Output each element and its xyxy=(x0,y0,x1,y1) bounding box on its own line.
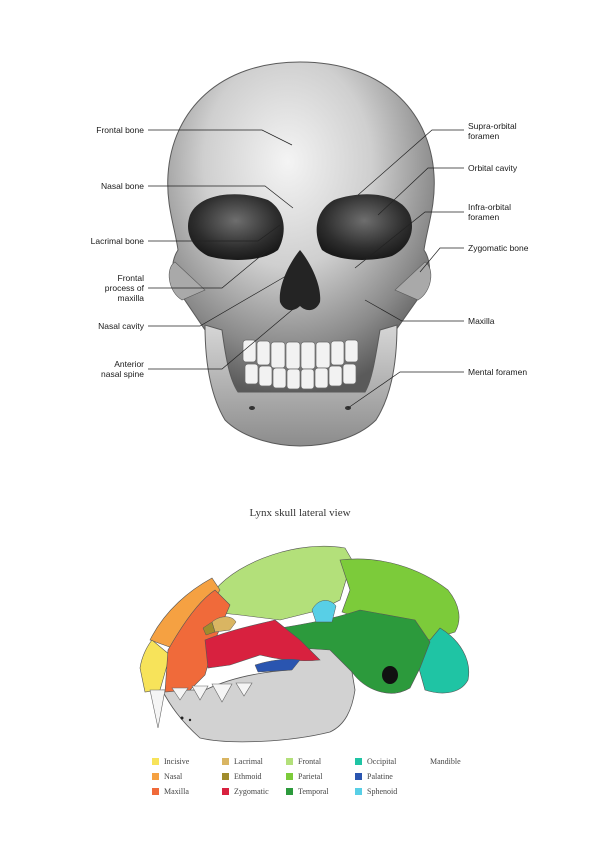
label-frontal-bone: Frontal bone xyxy=(96,125,144,135)
legend-swatch xyxy=(222,773,229,780)
mandible xyxy=(204,324,398,447)
leader-lines-left xyxy=(148,129,299,370)
legend-swatch xyxy=(222,788,229,795)
right-orbit xyxy=(316,194,412,260)
legend-label: Maxilla xyxy=(164,787,189,796)
legend-label: Frontal xyxy=(298,757,322,766)
legend-label: Lacrimal xyxy=(234,757,263,766)
lynx-title: Lynx skull lateral view xyxy=(249,507,351,519)
label-nasal-bone: Nasal bone xyxy=(100,181,144,191)
label-mental-foramen: Mental foramen xyxy=(468,367,528,377)
legend-label: Palatine xyxy=(367,772,393,781)
legend-item: Nasal xyxy=(152,771,182,782)
legend-item: Mandible xyxy=(430,756,461,767)
nasal-aperture xyxy=(279,250,321,311)
label-maxilla: Maxilla xyxy=(468,316,495,326)
legend-item: Frontal xyxy=(286,756,321,767)
left-orbit xyxy=(188,194,284,260)
legend-swatch xyxy=(286,788,293,795)
legend-swatch xyxy=(152,788,159,795)
legend-label: Sphenoid xyxy=(367,787,398,796)
legend-item: Incisive xyxy=(152,756,189,767)
label-zygomatic-bone: Zygomatic bone xyxy=(468,243,529,253)
legend-item: Lacrimal xyxy=(222,756,263,767)
label-nasal-cavity: Nasal cavity xyxy=(98,321,144,331)
legend-label: Mandible xyxy=(430,757,461,766)
legend-label: Nasal xyxy=(164,772,183,781)
legend-item: Ethmoid xyxy=(222,771,262,782)
legend-swatch xyxy=(286,773,293,780)
label-orbital-cavity: Orbital cavity xyxy=(468,163,518,173)
label-anterior-nasal-spine: Anterior nasal spine xyxy=(100,359,144,379)
legend-item: Palatine xyxy=(355,771,393,782)
legend-swatch xyxy=(286,758,293,765)
legend-item: Temporal xyxy=(286,786,329,797)
legend-label: Ethmoid xyxy=(234,772,262,781)
legend-swatch xyxy=(355,758,362,765)
label-lacrimal-bone: Lacrimal bone xyxy=(90,236,144,246)
legend-label: Parietal xyxy=(298,772,323,781)
legend-label: Temporal xyxy=(298,787,329,796)
lynx-skull-illustration xyxy=(139,545,470,743)
legend-swatch xyxy=(355,773,362,780)
legend-swatch xyxy=(222,758,229,765)
lynx-mandible xyxy=(161,646,356,743)
legend-swatch xyxy=(152,773,159,780)
legend-item: Maxilla xyxy=(152,786,189,797)
lynx-legend: Incisive Nasal Maxilla Lacrimal Ethmoid … xyxy=(152,756,512,798)
legend-label: Occipital xyxy=(367,757,397,766)
leader-lines-right xyxy=(347,129,464,409)
label-frontal-process-maxilla: Frontal process of maxilla xyxy=(104,273,144,303)
label-supra-orbital-foramen: Supra-orbital foramen xyxy=(468,121,517,141)
legend-label: Zygomatic xyxy=(234,787,269,796)
legend-swatch xyxy=(152,758,159,765)
teeth xyxy=(242,339,359,390)
legend-item: Parietal xyxy=(286,771,322,782)
legend-item: Occipital xyxy=(355,756,396,767)
legend-item: Zygomatic xyxy=(222,786,269,797)
legend-item: Sphenoid xyxy=(355,786,397,797)
label-infra-orbital-foramen: Infra-orbital foramen xyxy=(468,202,511,222)
legend-swatch xyxy=(355,788,362,795)
legend-label: Incisive xyxy=(164,757,190,766)
